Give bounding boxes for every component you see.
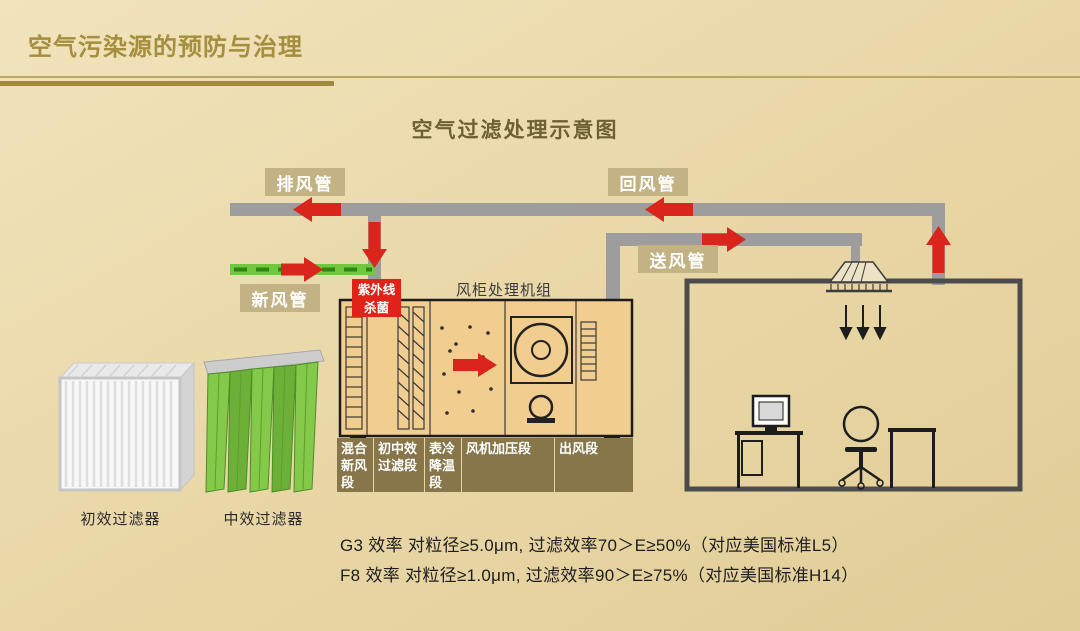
label-exhaust-duct: 排风管 xyxy=(265,168,345,196)
ceiling-diffuser xyxy=(826,261,892,293)
airflow-arrows xyxy=(281,197,951,377)
diagram-title: 空气过滤处理示意图 xyxy=(411,119,619,142)
primary-filter-image xyxy=(58,361,196,492)
ahu-section-filter: 初中效过滤段 xyxy=(374,438,424,492)
ahu-section-cooling: 表冷降温段 xyxy=(425,438,461,492)
uv-label-line2: 杀菌 xyxy=(363,300,389,315)
filter-panels xyxy=(397,306,425,430)
ahu-section-labels: 混合新风段 初中效过滤段 表冷降温段 风机加压段 出风段 xyxy=(337,438,633,492)
label-ahu-unit: 风柜处理机组 xyxy=(456,282,553,299)
cooling-coil-dots xyxy=(440,325,493,415)
label-fresh-air-duct: 新风管 xyxy=(240,284,320,312)
caption-primary-filter: 初效过滤器 xyxy=(80,511,161,528)
label-supply-duct: 送风管 xyxy=(638,245,718,273)
ahu-section-mixing: 混合新风段 xyxy=(337,438,373,492)
diffuser-airflow-arrows xyxy=(839,305,887,341)
caption-medium-filter: 中效过滤器 xyxy=(223,511,304,528)
uv-label-line1: 紫外线 xyxy=(357,283,396,297)
note-g3-efficiency: G3 效率 对粒径≥5.0μm, 过滤效率70＞E≥50%（对应美国标准L5） xyxy=(340,536,849,555)
medium-filter-image xyxy=(203,349,325,493)
label-uv-sterilization: 紫外线 杀菌 xyxy=(352,279,401,317)
ahu-section-fan: 风机加压段 xyxy=(462,438,554,492)
room-furniture xyxy=(735,394,936,490)
cleanroom-outline xyxy=(684,278,1023,492)
page-title: 空气污染源的预防与治理 xyxy=(28,34,303,61)
office-chair-back xyxy=(842,405,880,443)
note-f8-efficiency: F8 效率 对粒径≥1.0μm, 过滤效率90＞E≥75%（对应美国标准H14） xyxy=(340,566,859,585)
fan-drawing xyxy=(510,316,573,423)
header-rule-thick xyxy=(0,81,334,86)
ahu-section-outlet: 出风段 xyxy=(555,438,633,492)
header-rule-thin xyxy=(0,76,1080,78)
label-return-duct: 回风管 xyxy=(608,168,688,196)
